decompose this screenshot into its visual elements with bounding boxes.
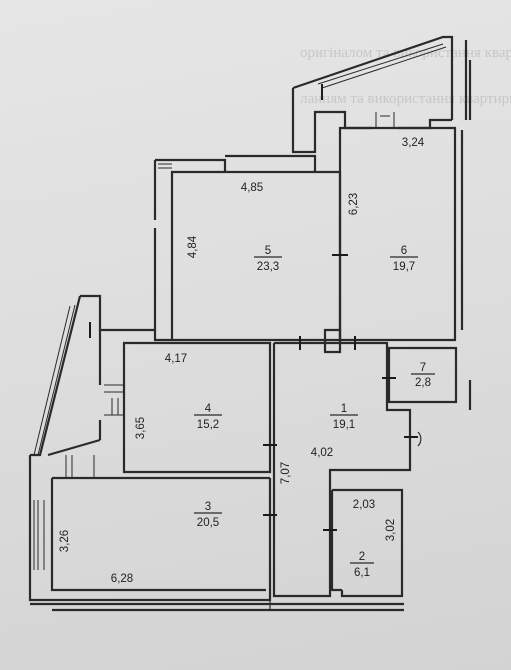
room-6-number: 6 <box>401 245 407 257</box>
room-7-number: 7 <box>420 362 426 374</box>
room-6-area: 19,7 <box>393 261 415 273</box>
room-4-area: 15,2 <box>197 419 219 431</box>
room-3-area: 20,5 <box>197 517 219 529</box>
right-edge-walls <box>460 40 472 410</box>
room-3-walls <box>28 455 272 602</box>
room-5-walls <box>153 154 342 354</box>
room-6-walls <box>338 112 457 342</box>
faint-background-text: оригіналом та використання квартири ланн… <box>300 30 511 120</box>
room-4-number: 4 <box>205 403 212 415</box>
room-3-number: 3 <box>205 501 211 513</box>
room-labels: 5 23,3 6 19,7 4 15,2 1 19,1 7 2,8 3 20,5… <box>194 245 435 579</box>
balcony-top <box>291 35 454 154</box>
door-markers <box>89 84 418 531</box>
bottom-edge <box>30 600 404 612</box>
corridor-length-label: 7,07 <box>280 462 292 484</box>
balcony-left <box>30 294 155 457</box>
room-6-depth-label: 6,23 <box>348 193 360 215</box>
background-text-line-2: ланням та використання квартири <box>300 91 511 107</box>
background-text-line-1: оригіналом та використання квартири <box>300 45 511 61</box>
room-6-width-label: 3,24 <box>402 137 425 149</box>
room-2-number: 2 <box>359 551 365 563</box>
room-3-width-label: 6,28 <box>111 573 133 585</box>
room-1-number: 1 <box>341 403 347 415</box>
room-7-walls <box>387 346 458 404</box>
room-1-walls <box>272 341 422 598</box>
room-2-depth-label: 3,02 <box>385 519 397 541</box>
room-2-area: 6,1 <box>354 567 370 579</box>
room-5-number: 5 <box>265 245 271 257</box>
room-5-depth-label: 4,84 <box>187 235 199 258</box>
room-4-walls <box>104 341 272 474</box>
room-5-width-label: 4,85 <box>241 182 263 194</box>
room-4-depth-label: 3,65 <box>135 417 147 439</box>
room-7-area: 2,8 <box>415 377 431 389</box>
dimension-labels: 4,85 4,84 3,24 6,23 4,17 3,65 4,02 7,07 … <box>59 137 425 585</box>
room-4-width-label: 4,17 <box>165 353 187 365</box>
room-5-area: 23,3 <box>257 261 279 273</box>
room-2-walls <box>330 488 404 598</box>
room-2-width-label: 2,03 <box>353 499 375 511</box>
room-1-area: 19,1 <box>333 419 355 431</box>
room-1-width-label: 4,02 <box>311 447 333 459</box>
room-3-depth-label: 3,26 <box>59 530 71 552</box>
